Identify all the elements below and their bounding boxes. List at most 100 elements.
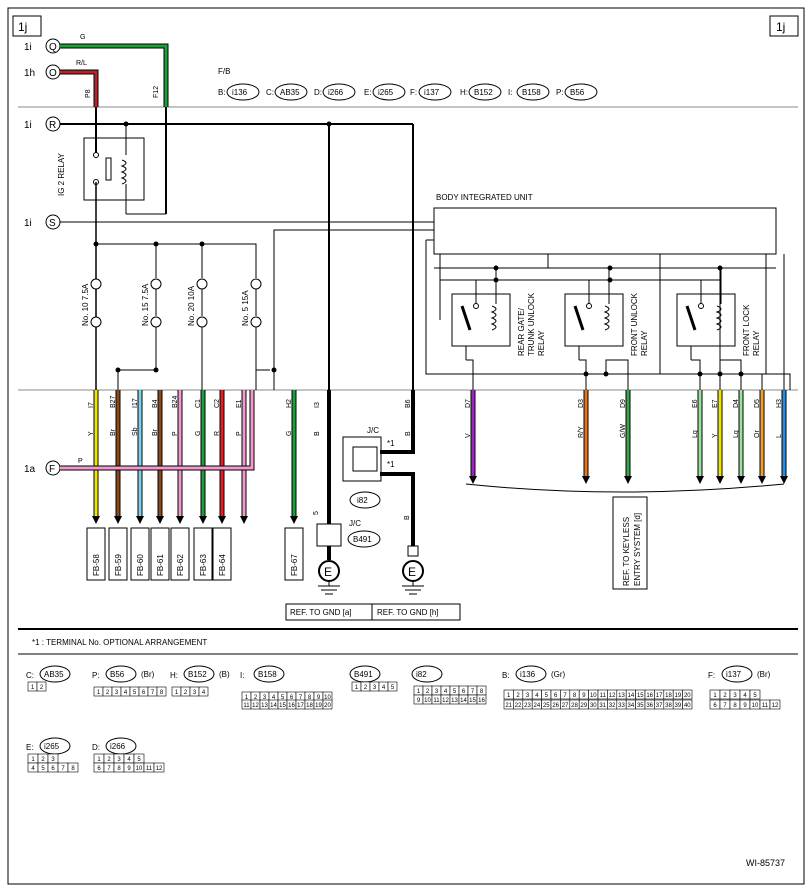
svg-text:B: B — [405, 431, 412, 436]
svg-text:21: 21 — [505, 703, 512, 709]
svg-text:12: 12 — [252, 703, 259, 709]
wire-g-source — [60, 44, 168, 107]
svg-text:FRONT LOCK: FRONT LOCK — [742, 304, 751, 356]
svg-text:1: 1 — [507, 693, 511, 699]
page-tag-right-box — [769, 15, 799, 37]
svg-text:I:: I: — [240, 671, 244, 680]
svg-text:1: 1 — [355, 685, 359, 691]
svg-text:J/C: J/C — [367, 426, 379, 435]
svg-text:4: 4 — [272, 695, 276, 701]
svg-text:3: 3 — [526, 693, 530, 699]
svg-text:REF. TO KEYLESS: REF. TO KEYLESS — [622, 517, 631, 586]
fb-output-FB-61: FB-61 — [150, 527, 170, 581]
svg-text:6: 6 — [713, 703, 717, 709]
svg-text:17: 17 — [656, 693, 663, 699]
svg-text:15: 15 — [279, 703, 286, 709]
svg-text:F: F — [49, 464, 55, 475]
svg-text:C2: C2 — [214, 399, 221, 408]
svg-text:I17: I17 — [132, 398, 139, 408]
svg-text:2: 2 — [106, 690, 110, 696]
svg-text:E: E — [324, 565, 332, 579]
svg-text:11: 11 — [762, 703, 769, 709]
svg-text:J/C: J/C — [349, 519, 361, 528]
pin-wire-C1: C1G — [195, 390, 207, 524]
svg-text:P: P — [172, 431, 179, 436]
svg-text:4: 4 — [535, 693, 539, 699]
ig2-relay: IG 2 RELAY — [57, 124, 145, 214]
svg-text:25: 25 — [543, 703, 550, 709]
svg-text:10: 10 — [752, 703, 759, 709]
svg-text:12: 12 — [772, 703, 779, 709]
svg-text:3: 3 — [115, 690, 119, 696]
svg-text:E7: E7 — [712, 399, 719, 408]
svg-text:B158: B158 — [522, 88, 541, 97]
svg-text:4: 4 — [127, 757, 131, 763]
svg-text:2: 2 — [41, 757, 45, 763]
svg-text:C:: C: — [26, 671, 34, 680]
svg-text:36: 36 — [646, 703, 653, 709]
svg-text:H:: H: — [460, 88, 468, 97]
svg-text:1: 1 — [97, 757, 101, 763]
svg-text:3: 3 — [193, 690, 197, 696]
svg-text:22: 22 — [515, 703, 522, 709]
svg-text:11: 11 — [433, 698, 440, 704]
svg-text:2: 2 — [723, 693, 727, 699]
svg-text:4: 4 — [31, 766, 35, 772]
svg-text:i266: i266 — [328, 88, 344, 97]
keyless-brace — [465, 483, 785, 493]
svg-text:4: 4 — [202, 690, 206, 696]
svg-text:G: G — [80, 34, 85, 41]
svg-text:3: 3 — [733, 693, 737, 699]
svg-text:D3: D3 — [578, 399, 585, 408]
jc-b491: 5 J/C B491 — [313, 511, 381, 548]
fuse-3: No. 20 10A — [187, 244, 208, 332]
svg-text:B:: B: — [502, 671, 510, 680]
svg-text:12: 12 — [442, 698, 449, 704]
svg-text:34: 34 — [628, 703, 635, 709]
svg-text:12: 12 — [609, 693, 616, 699]
svg-text:33: 33 — [618, 703, 625, 709]
svg-text:5: 5 — [281, 695, 285, 701]
svg-text:E:: E: — [364, 88, 372, 97]
svg-text:1: 1 — [31, 685, 35, 691]
svg-text:D:: D: — [92, 743, 100, 752]
svg-text:No. 15 7.5A: No. 15 7.5A — [141, 283, 150, 326]
pin-wires: I7YB27BrI17SbB4BrB24PC1GC2RE1PH2GI3BB6BD… — [88, 254, 788, 524]
svg-text:G: G — [286, 431, 293, 436]
svg-text:6: 6 — [97, 766, 101, 772]
svg-text:I:: I: — [508, 88, 512, 97]
svg-text:5: 5 — [391, 685, 395, 691]
svg-text:13: 13 — [618, 693, 625, 699]
svg-text:5: 5 — [41, 766, 45, 772]
svg-text:G/W: G/W — [620, 424, 627, 438]
svg-text:8: 8 — [71, 766, 75, 772]
svg-text:4: 4 — [743, 693, 747, 699]
svg-text:8: 8 — [117, 766, 121, 772]
svg-text:5: 5 — [545, 693, 549, 699]
svg-text:B4: B4 — [152, 399, 159, 408]
svg-text:10: 10 — [590, 693, 597, 699]
svg-text:2: 2 — [426, 689, 430, 695]
ground-a: E — [318, 560, 340, 595]
svg-text:H:: H: — [170, 671, 178, 680]
svg-text:8: 8 — [308, 695, 312, 701]
svg-text:D9: D9 — [620, 399, 627, 408]
svg-text:1h: 1h — [24, 68, 35, 79]
svg-text:Br: Br — [152, 428, 159, 436]
svg-text:FB-60: FB-60 — [136, 554, 145, 576]
svg-text:E: E — [408, 565, 416, 579]
fuse-1: No. 10 7.5A — [81, 244, 102, 332]
svg-text:11: 11 — [243, 703, 250, 709]
svg-text:Sb: Sb — [132, 427, 139, 436]
svg-text:Y: Y — [712, 433, 719, 438]
svg-text:H3: H3 — [776, 399, 783, 408]
